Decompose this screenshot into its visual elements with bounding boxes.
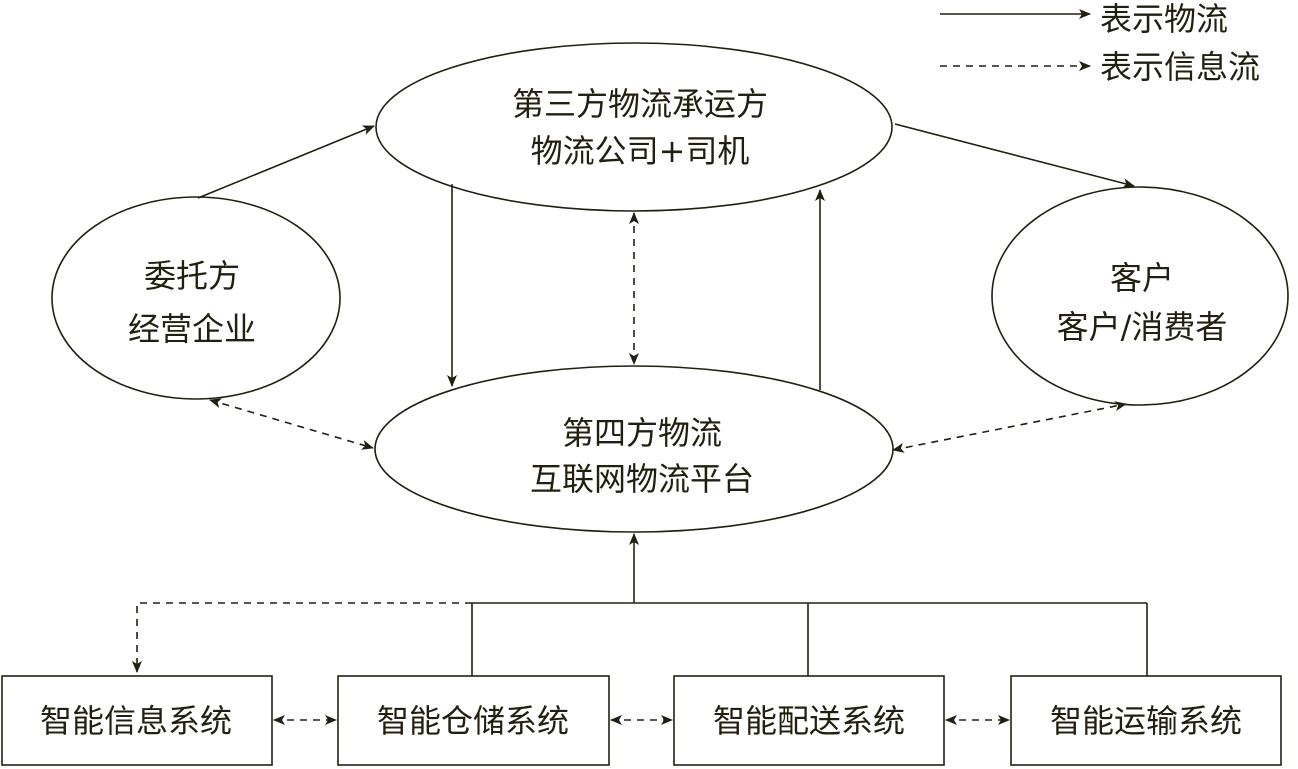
- customer-title: 客户: [1110, 259, 1174, 297]
- third-party-subtitle: 物流公司+司机: [531, 132, 750, 170]
- warehouse-system-label: 智能仓储系统: [377, 702, 569, 740]
- customer-ellipse: [991, 186, 1289, 406]
- information-system-label: 智能信息系统: [40, 702, 232, 740]
- legend: 表示物流 表示信息流: [940, 0, 1260, 86]
- legend-information-flow-label: 表示信息流: [1100, 48, 1260, 86]
- third-party-logistics-node: 第三方物流承运方 物流公司+司机: [375, 42, 893, 212]
- fourth-party-subtitle: 互联网物流平台: [530, 460, 754, 498]
- intelligent-systems-row: 智能信息系统 智能仓储系统 智能配送系统 智能运输系统: [1, 675, 1282, 766]
- info-connector-to-information-system: [132, 602, 472, 673]
- transport-system-box: [1010, 675, 1282, 766]
- third-party-ellipse: [375, 42, 893, 212]
- arrow-third-party-to-customer: [894, 123, 1135, 189]
- fourth-party-title: 第四方物流: [562, 414, 722, 452]
- legend-material-flow-label: 表示物流: [1100, 0, 1228, 38]
- consignor-ellipse: [51, 196, 341, 400]
- systems-connector-tree: [132, 533, 1148, 676]
- consignor-node: 委托方 经营企业: [51, 196, 341, 400]
- transport-system-label: 智能运输系统: [1050, 702, 1242, 740]
- fourth-party-logistics-node: 第四方物流 互联网物流平台: [374, 365, 894, 533]
- info-arrow-fourth-party-customer: [892, 401, 1127, 453]
- consignor-title: 委托方: [144, 257, 240, 295]
- flow-arrows: [197, 123, 1135, 453]
- delivery-system-label: 智能配送系统: [713, 702, 905, 740]
- customer-node: 客户 客户/消费者: [991, 186, 1289, 406]
- consignor-subtitle: 经营企业: [128, 310, 256, 348]
- info-arrow-consignor-fourth-party: [209, 398, 374, 450]
- arrow-consignor-to-third-party: [197, 125, 375, 199]
- customer-subtitle: 客户/消费者: [1057, 308, 1228, 346]
- delivery-system-box: [673, 675, 945, 766]
- warehouse-system-box: [337, 675, 610, 766]
- information-system-box: [1, 675, 273, 766]
- third-party-title: 第三方物流承运方: [512, 85, 768, 123]
